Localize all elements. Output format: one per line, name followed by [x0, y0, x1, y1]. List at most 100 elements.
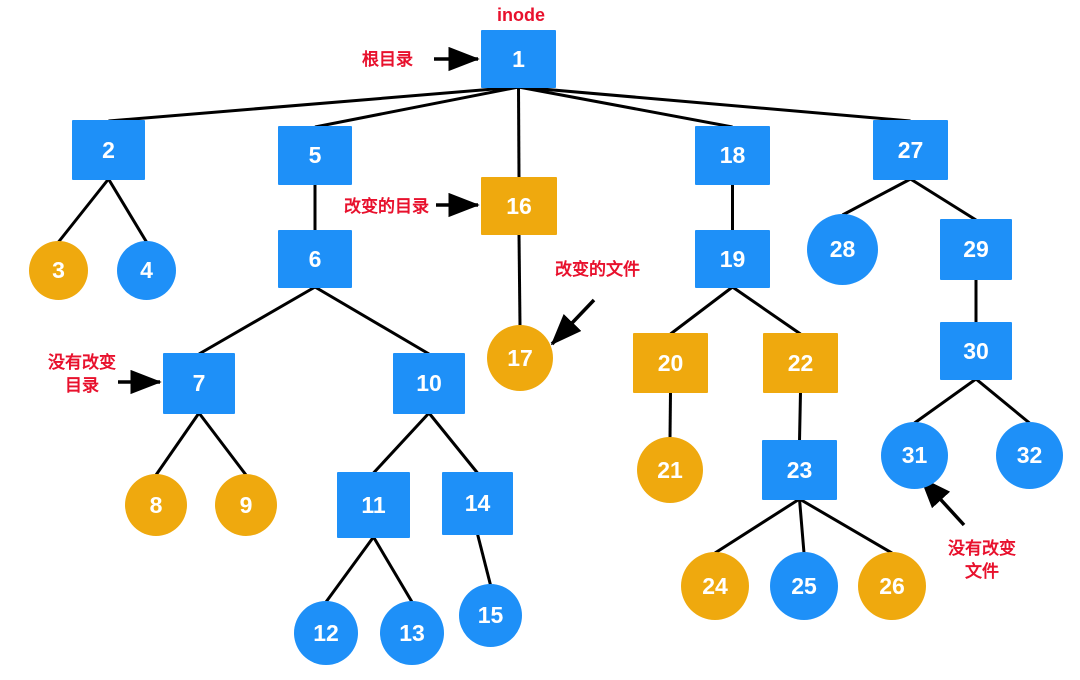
- node-label: 21: [657, 456, 683, 483]
- node-7[interactable]: 7: [163, 353, 235, 414]
- edge-11-12: [324, 536, 375, 603]
- node-5[interactable]: 5: [278, 126, 352, 185]
- edge-22-23: [798, 391, 802, 442]
- node-20[interactable]: 20: [633, 333, 708, 393]
- node-label: 24: [702, 572, 728, 599]
- node-24[interactable]: 24: [681, 552, 749, 620]
- node-17[interactable]: 17: [487, 325, 553, 391]
- annotation-arrows: [118, 46, 966, 527]
- node-8[interactable]: 8: [125, 474, 187, 536]
- node-6[interactable]: 6: [278, 230, 352, 288]
- edge-19-20: [669, 285, 734, 336]
- node-15[interactable]: 15: [459, 584, 522, 647]
- node-label: 2: [102, 136, 115, 163]
- edge-23-24: [714, 497, 801, 555]
- node-label: 3: [52, 257, 65, 283]
- node-label: 29: [963, 236, 989, 262]
- node-26[interactable]: 26: [858, 552, 926, 620]
- edge-27-28: [841, 177, 912, 217]
- node-31[interactable]: 31: [881, 422, 948, 489]
- node-label: 11: [361, 491, 386, 518]
- node-2[interactable]: 2: [72, 120, 145, 180]
- edge-2-4: [107, 178, 148, 243]
- node-4[interactable]: 4: [117, 241, 176, 300]
- node-label: 30: [963, 337, 989, 364]
- a-root-label: 根目录: [362, 50, 413, 69]
- node-label: 1: [512, 45, 525, 72]
- node-11[interactable]: 11: [337, 472, 410, 538]
- edge-10-11: [372, 411, 431, 475]
- node-label: 27: [897, 136, 924, 163]
- node-label: 17: [507, 344, 533, 371]
- edge-1-5: [314, 85, 519, 129]
- node-19[interactable]: 19: [695, 230, 770, 288]
- edge-1-27: [518, 85, 911, 123]
- node-16[interactable]: 16: [481, 177, 557, 235]
- node-label: 12: [313, 619, 339, 646]
- edge-11-13: [372, 536, 414, 603]
- node-12[interactable]: 12: [294, 601, 358, 665]
- node-22[interactable]: 22: [763, 333, 838, 393]
- node-18[interactable]: 18: [695, 126, 770, 185]
- node-label: 15: [477, 602, 504, 628]
- edge-20-21: [668, 391, 672, 439]
- node-label: 14: [464, 490, 491, 516]
- node-32[interactable]: 32: [996, 422, 1063, 489]
- node-30[interactable]: 30: [940, 322, 1012, 380]
- edge-30-31: [913, 377, 977, 425]
- node-label: 16: [506, 192, 532, 219]
- edge-16-17: [517, 233, 522, 327]
- node-label: 7: [192, 370, 206, 396]
- a-changed-file-label: 改变的文件: [555, 260, 640, 279]
- edge-27-29: [909, 177, 977, 222]
- node-label: 25: [791, 572, 817, 599]
- inode-caption: inode: [497, 5, 545, 25]
- a-unchanged-file-label: 没有改变 文件: [948, 539, 1016, 581]
- node-label: 23: [786, 456, 813, 483]
- arrow-changed-file: [550, 298, 596, 346]
- node-25[interactable]: 25: [770, 552, 838, 620]
- node-1[interactable]: 1: [481, 30, 556, 88]
- node-9[interactable]: 9: [215, 474, 277, 536]
- node-13[interactable]: 13: [380, 601, 444, 665]
- edge-7-9: [197, 412, 248, 476]
- node-14[interactable]: 14: [442, 472, 513, 535]
- edge-6-7: [198, 285, 316, 356]
- edge-23-26: [798, 497, 893, 555]
- edge-1-18: [518, 85, 733, 129]
- node-28[interactable]: 28: [807, 214, 878, 285]
- edge-1-2: [108, 85, 519, 123]
- node-label: 6: [308, 245, 322, 272]
- node-label: 32: [1016, 442, 1043, 468]
- tree-edges: [57, 85, 1031, 603]
- node-label: 20: [657, 349, 684, 376]
- node-label: 26: [879, 572, 905, 599]
- node-10[interactable]: 10: [393, 353, 465, 414]
- node-label: 9: [239, 491, 253, 518]
- edge-30-32: [975, 377, 1031, 425]
- node-21[interactable]: 21: [637, 437, 703, 503]
- node-label: 5: [308, 142, 322, 168]
- a-unchanged-dir-label: 没有改变 目录: [48, 353, 116, 395]
- node-27[interactable]: 27: [873, 120, 948, 180]
- edge-6-10: [314, 285, 430, 356]
- node-label: 22: [787, 349, 814, 376]
- node-label: 4: [140, 257, 153, 283]
- node-29[interactable]: 29: [940, 219, 1012, 280]
- node-3[interactable]: 3: [29, 241, 88, 300]
- edge-1-16: [517, 86, 521, 179]
- node-label: 19: [719, 245, 746, 272]
- edge-10-14: [427, 412, 479, 474]
- node-23[interactable]: 23: [762, 440, 837, 500]
- a-changed-dir-label: 改变的目录: [344, 197, 429, 216]
- node-label: 28: [829, 236, 856, 262]
- node-label: 13: [399, 619, 425, 646]
- edge-2-3: [57, 178, 110, 243]
- edge-7-8: [154, 412, 201, 476]
- node-label: 31: [901, 442, 928, 468]
- node-label: 8: [149, 491, 163, 518]
- node-label: 18: [719, 142, 746, 168]
- edge-23-25: [798, 498, 806, 554]
